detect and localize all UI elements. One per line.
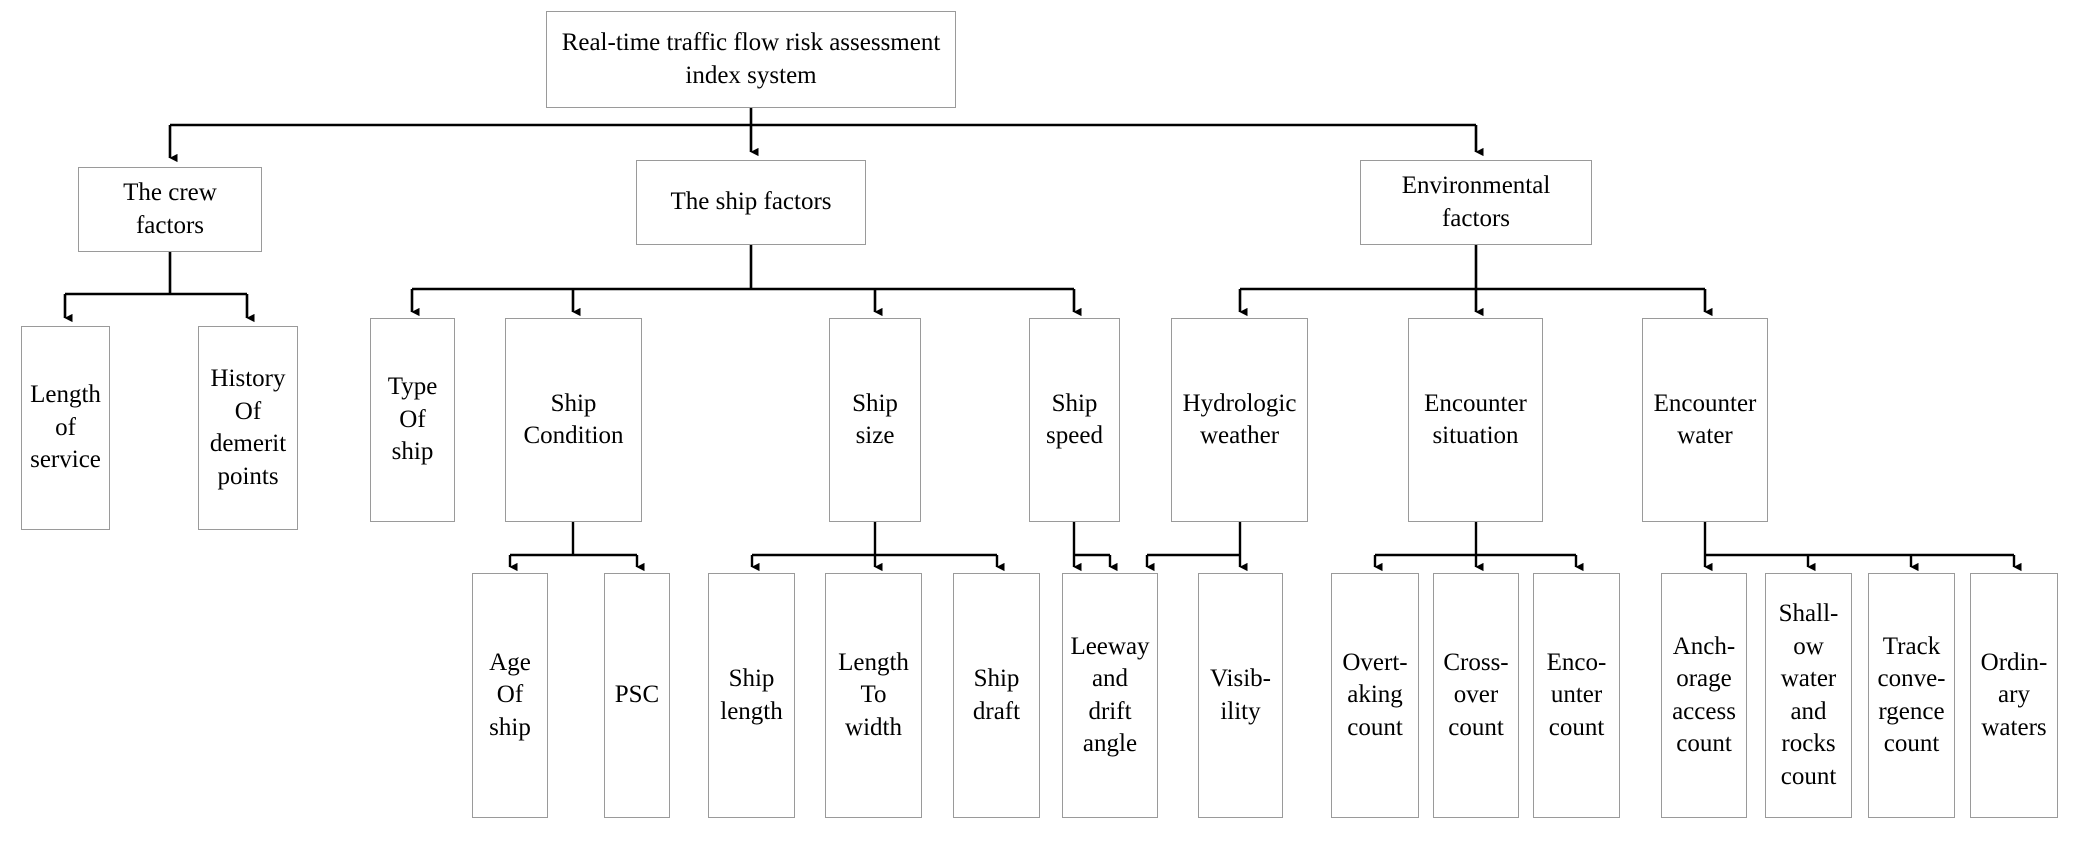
- node-track-convergence-count-label: Track conve- rgence count: [1877, 632, 1946, 758]
- node-type-of-ship[interactable]: Type Of ship: [370, 318, 455, 522]
- edge-environmental-to-children: [1238, 245, 1713, 317]
- edge-encounterwater-to-children: [1703, 522, 2022, 572]
- node-shallow-water-and-rocks-count[interactable]: Shall- ow water and rocks count: [1765, 573, 1852, 818]
- node-ship-draft-label: Ship draft: [972, 665, 1021, 725]
- node-ship-length[interactable]: Ship length: [708, 573, 795, 818]
- node-overtaking-count-label: Overt- aking count: [1342, 648, 1408, 741]
- node-visibility-label: Visib- ility: [1210, 665, 1271, 725]
- node-ordinary-waters[interactable]: Ordin- ary waters: [1970, 573, 2058, 818]
- node-anchorage-access-count[interactable]: Anch- orage access count: [1661, 573, 1747, 818]
- edge-ship-to-children: [410, 245, 1082, 317]
- edge-shipcondition-to-children: [508, 522, 645, 572]
- node-ship-size[interactable]: Ship size: [829, 318, 921, 522]
- node-ship-condition[interactable]: Ship Condition: [505, 318, 642, 522]
- node-ship-draft[interactable]: Ship draft: [953, 573, 1040, 818]
- node-ship-length-label: Ship length: [720, 665, 783, 725]
- node-ship-speed-label: Ship speed: [1046, 389, 1103, 450]
- node-ship-size-label: Ship size: [852, 389, 898, 450]
- edge-crew-to-children: [63, 252, 255, 323]
- node-history-of-demerit-points[interactable]: History Of demerit points: [198, 326, 298, 530]
- node-crossover-count[interactable]: Cross- over count: [1433, 573, 1519, 818]
- node-age-of-ship-label: Age Of ship: [489, 648, 531, 741]
- node-length-of-service[interactable]: Length of service: [21, 326, 110, 530]
- node-ship-speed[interactable]: Ship speed: [1029, 318, 1120, 522]
- node-crew-factors[interactable]: The crew factors: [78, 167, 262, 252]
- node-environmental-factors[interactable]: Environmental factors: [1360, 160, 1592, 245]
- edge-shipspeed-to-children: [1072, 522, 1118, 572]
- node-encounter-count-label: Enco- unter count: [1546, 648, 1607, 741]
- edge-encountersituation-to-children: [1373, 522, 1584, 572]
- node-hydrologic-weather[interactable]: Hydrologic weather: [1171, 318, 1308, 522]
- node-shallow-water-and-rocks-count-label: Shall- ow water and rocks count: [1778, 600, 1839, 790]
- node-encounter-situation-label: Encounter situation: [1424, 389, 1527, 450]
- node-ship-factors-label: The ship factors: [670, 188, 832, 216]
- node-root[interactable]: Real-time traffic flow risk assessment i…: [546, 11, 956, 108]
- node-track-convergence-count[interactable]: Track conve- rgence count: [1868, 573, 1955, 818]
- node-encounter-water-label: Encounter water: [1653, 389, 1757, 450]
- node-length-of-service-label: Length of service: [30, 381, 101, 474]
- node-environmental-factors-label: Environmental factors: [1401, 172, 1551, 232]
- node-ship-factors[interactable]: The ship factors: [636, 160, 866, 245]
- node-history-of-demerit-points-label: History Of demerit points: [209, 365, 287, 490]
- node-anchorage-access-count-label: Anch- orage access count: [1672, 632, 1736, 758]
- node-hydrologic-weather-label: Hydrologic weather: [1182, 389, 1297, 450]
- node-ship-condition-label: Ship Condition: [523, 389, 624, 450]
- node-encounter-situation[interactable]: Encounter situation: [1408, 318, 1543, 522]
- node-length-to-width-label: Length To width: [838, 648, 909, 741]
- edge-shipsize-to-children: [750, 522, 1005, 572]
- node-length-to-width[interactable]: Length To width: [825, 573, 922, 818]
- node-visibility[interactable]: Visib- ility: [1198, 573, 1283, 818]
- edge-hydrologic-to-children: [1145, 522, 1248, 572]
- node-overtaking-count[interactable]: Overt- aking count: [1331, 573, 1419, 818]
- node-leeway-and-drift-angle[interactable]: Leeway and drift angle: [1062, 573, 1158, 818]
- edge-root-to-level2: [168, 108, 1484, 163]
- node-age-of-ship[interactable]: Age Of ship: [472, 573, 548, 818]
- node-psc-label: PSC: [614, 681, 660, 709]
- node-ordinary-waters-label: Ordin- ary waters: [1980, 648, 2048, 741]
- node-encounter-water[interactable]: Encounter water: [1642, 318, 1768, 522]
- node-encounter-count[interactable]: Enco- unter count: [1533, 573, 1620, 818]
- node-type-of-ship-label: Type Of ship: [387, 373, 438, 466]
- node-crew-factors-label: The crew factors: [123, 179, 217, 239]
- node-leeway-and-drift-angle-label: Leeway and drift angle: [1070, 632, 1150, 758]
- node-psc[interactable]: PSC: [604, 573, 670, 818]
- node-crossover-count-label: Cross- over count: [1443, 648, 1509, 741]
- node-root-label: Real-time traffic flow risk assessment i…: [561, 29, 941, 89]
